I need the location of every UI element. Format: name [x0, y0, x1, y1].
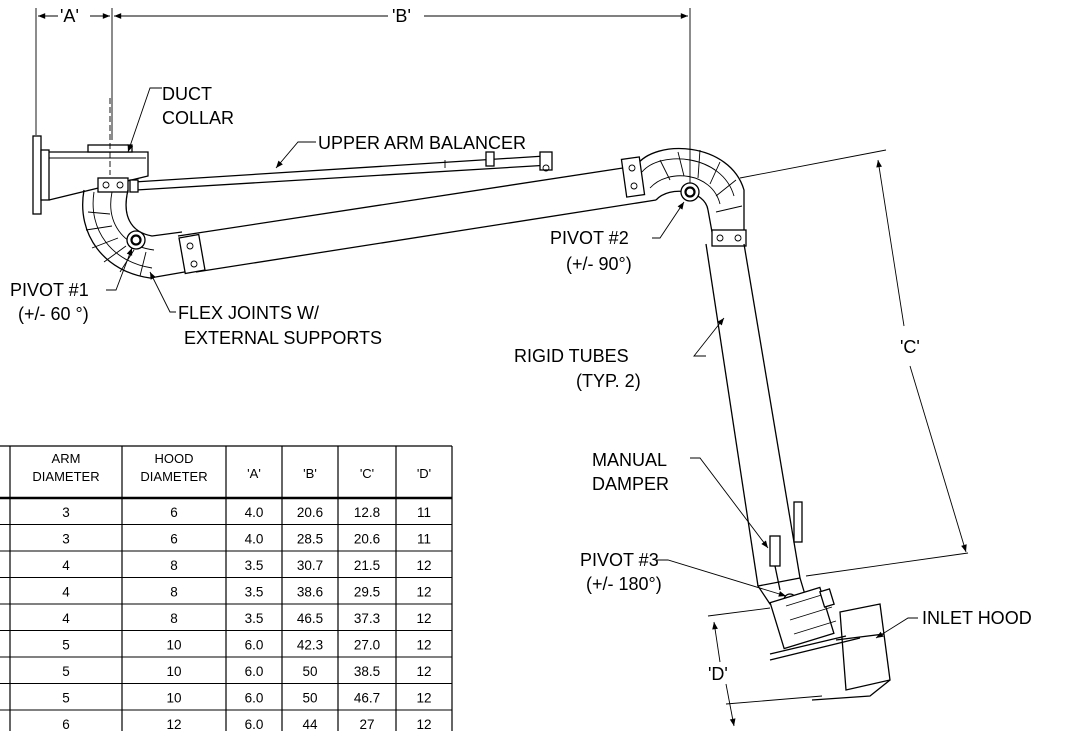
table-cell-hood-diameter: 10: [166, 691, 181, 706]
table-cell-hood-diameter: 10: [166, 638, 181, 653]
label-pivot-2-range: (+/- 90°): [566, 254, 632, 274]
dimension-a-label: 'A': [60, 6, 79, 26]
table-cell-b: 50: [302, 664, 317, 679]
table-cell-hood-diameter: 6: [170, 505, 178, 520]
table-cell-a: 4.0: [245, 532, 264, 547]
table-cell-arm-diameter: 4: [62, 558, 70, 573]
dimension-c: 'C': [739, 149, 969, 577]
table-header-hood-diameter-line2: DIAMETER: [140, 469, 207, 484]
table-cell-b: 50: [302, 691, 317, 706]
table-cell-c: 46.7: [354, 691, 380, 706]
label-manual-damper-line2: DAMPER: [592, 474, 669, 494]
inlet-hood: [769, 586, 891, 701]
table-cell-hood-diameter: 12: [166, 717, 181, 731]
label-manual-damper-line1: MANUAL: [592, 450, 667, 470]
table-cell-a: 6.0: [245, 717, 264, 731]
table-header-c: 'C': [360, 466, 374, 481]
label-pivot-2: PIVOT #2: [550, 228, 629, 248]
label-flex-joints-line1: FLEX JOINTS W/: [178, 303, 319, 323]
table-cell-a: 3.5: [245, 611, 264, 626]
table-cell-d: 12: [416, 717, 431, 731]
table-cell-b: 28.5: [297, 532, 323, 547]
table-header-b: 'B': [303, 466, 317, 481]
table-cell-a: 3.5: [245, 585, 264, 600]
label-pivot-3-range: (+/- 180°): [586, 574, 662, 594]
table-cell-c: 29.5: [354, 585, 380, 600]
flex-joint-2: [620, 147, 747, 247]
table-cell-arm-diameter: 3: [62, 532, 70, 547]
dimension-d-label: 'D': [708, 664, 728, 684]
table-cell-c: 20.6: [354, 532, 380, 547]
leader-lines: [106, 87, 918, 639]
table-cell-d: 11: [417, 505, 431, 520]
table-cell-d: 12: [416, 638, 431, 653]
label-rigid-tubes: RIGID TUBES: [514, 346, 629, 366]
table-cell-b: 20.6: [297, 505, 323, 520]
dimension-a: 'A': [35, 6, 113, 140]
table-cell-a: 3.5: [245, 558, 264, 573]
label-duct-collar-line1: DUCT: [162, 84, 212, 104]
label-pivot-1-range: (+/- 60 °): [18, 304, 89, 324]
dimension-b-label: 'B': [392, 6, 411, 26]
lower-arm-tube: [705, 243, 803, 587]
dimension-b: 'B': [113, 6, 691, 185]
pivot-1-joint: [126, 230, 146, 250]
upper-arm-balancer: [129, 151, 553, 193]
table-cell-hood-diameter: 8: [170, 611, 178, 626]
table-cell-arm-diameter: 5: [62, 691, 70, 706]
table-header-d: 'D': [417, 466, 431, 481]
table-cell-b: 46.5: [297, 611, 323, 626]
dimension-c-label: 'C': [900, 337, 920, 357]
table-cell-a: 6.0: [245, 664, 264, 679]
dimension-d: 'D': [707, 607, 823, 727]
table-cell-d: 11: [417, 532, 431, 547]
table-cell-d: 12: [416, 664, 431, 679]
table-cell-a: 6.0: [245, 691, 264, 706]
table-cell-b: 38.6: [297, 585, 323, 600]
flex-joint-1: [82, 189, 206, 279]
table-header-arm-diameter: ARM: [52, 451, 81, 466]
table-cell-hood-diameter: 8: [170, 558, 178, 573]
table-cell-c: 37.3: [354, 611, 380, 626]
table-cell-hood-diameter: 10: [166, 664, 181, 679]
table-cell-b: 44: [302, 717, 318, 731]
table-cell-c: 12.8: [354, 505, 380, 520]
label-rigid-tubes-typ: (TYP. 2): [576, 371, 641, 391]
table-cell-hood-diameter: 8: [170, 585, 178, 600]
wall-mount-bracket: [32, 98, 149, 215]
table-cell-arm-diameter: 4: [62, 611, 70, 626]
label-upper-arm-balancer: UPPER ARM BALANCER: [318, 133, 526, 153]
table-cell-arm-diameter: 3: [62, 505, 70, 520]
table-cell-arm-diameter: 4: [62, 585, 70, 600]
table-cell-a: 6.0: [245, 638, 264, 653]
table-header-hood-diameter: HOOD: [155, 451, 194, 466]
table-cell-a: 4.0: [245, 505, 264, 520]
label-inlet-hood: INLET HOOD: [922, 608, 1032, 628]
table-cell-d: 12: [416, 691, 431, 706]
table-cell-arm-diameter: 5: [62, 638, 70, 653]
table-cell-b: 30.7: [297, 558, 323, 573]
label-pivot-3: PIVOT #3: [580, 550, 659, 570]
pivot-2-joint: [680, 182, 700, 202]
label-duct-collar-line2: COLLAR: [162, 108, 234, 128]
table-cell-arm-diameter: 6: [62, 717, 70, 731]
table-cell-c: 27.0: [354, 638, 380, 653]
label-flex-joints-line2: EXTERNAL SUPPORTS: [184, 328, 382, 348]
label-pivot-1: PIVOT #1: [10, 280, 89, 300]
table-header-arm-diameter-line2: DIAMETER: [32, 469, 99, 484]
table-cell-arm-diameter: 5: [62, 664, 70, 679]
upper-arm-tube: [177, 165, 657, 273]
table-cell-c: 21.5: [354, 558, 380, 573]
table-cell-b: 42.3: [297, 638, 323, 653]
table-cell-d: 12: [416, 558, 431, 573]
table-cell-d: 12: [416, 585, 431, 600]
table-cell-hood-diameter: 6: [170, 532, 178, 547]
table-cell-c: 38.5: [354, 664, 380, 679]
table-header-a: 'A': [247, 466, 261, 481]
callout-labels: DUCT COLLAR UPPER ARM BALANCER PIVOT #1 …: [10, 84, 1032, 628]
table-cell-d: 12: [416, 611, 431, 626]
dimension-table: HARMDIAMETERHOODDIAMETER'A''B''C''D'364.…: [0, 445, 453, 731]
table-cell-c: 27: [359, 717, 374, 731]
